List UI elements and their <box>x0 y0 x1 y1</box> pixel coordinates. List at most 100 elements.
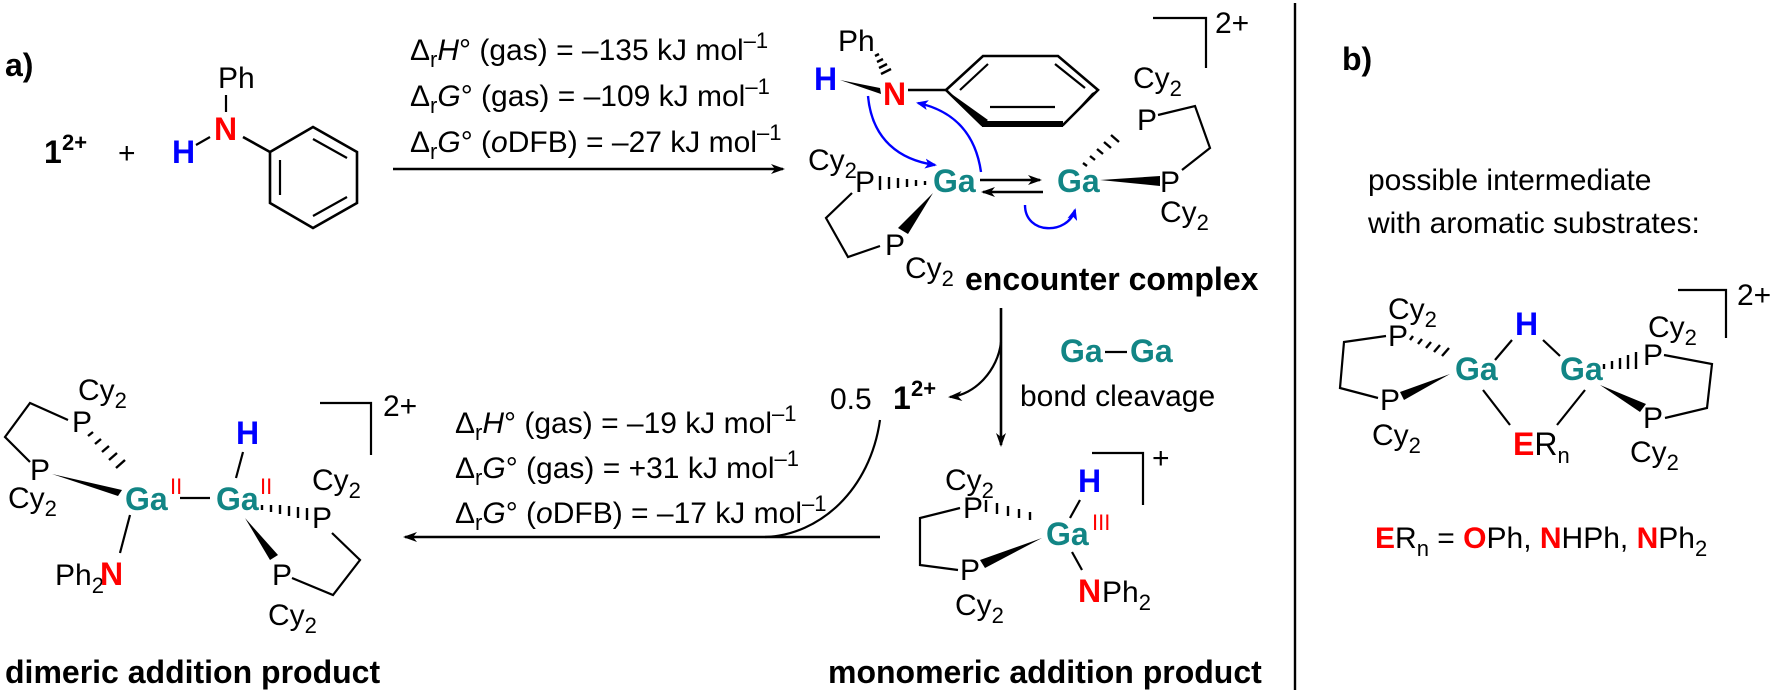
mono-p-2: P <box>960 554 980 587</box>
enc-ethylene-right <box>1157 104 1212 171</box>
mono-p-1: P <box>963 492 983 525</box>
enc-ga-left: Ga <box>933 163 976 199</box>
mono-h: H <box>1078 463 1101 499</box>
int-bond-ga-h-left <box>1494 339 1513 361</box>
curved-arrow-ga-ga <box>1023 204 1078 230</box>
dim-p-1: P <box>72 406 92 439</box>
dim-cy-4: Cy2 <box>268 599 317 638</box>
byproduct: 0.5 1 2+ <box>830 376 936 416</box>
panel-a-label: a) <box>5 47 33 83</box>
enc-h: H <box>814 61 837 97</box>
mono-hash <box>984 500 1032 520</box>
curved-arrow-nh-to-ga <box>866 95 937 169</box>
mono-n: N <box>1078 573 1101 609</box>
amine-ph: Ph <box>218 62 255 95</box>
dim-p-4: P <box>272 559 292 592</box>
int-ga-left: Ga <box>1455 351 1498 387</box>
step1-line-3: ΔrG° (oDFB) = –27 kJ mol–1 <box>410 120 781 164</box>
enc-wedge-ga-p-right <box>1100 176 1160 186</box>
dim-hash-left <box>87 431 126 469</box>
int-ethylene-right <box>1663 353 1714 420</box>
dim-wedge-left <box>52 474 122 496</box>
int-p-2: P <box>1380 384 1400 417</box>
mono-ga-oxidation-state: III <box>1092 510 1110 535</box>
dim-ga-left-oxidation-state: II <box>170 474 182 499</box>
int-charge: 2+ <box>1737 279 1771 312</box>
enc-p-2: P <box>885 229 905 262</box>
dimeric-product: Cy2 P P Cy2 Ga II Ga II H Ph2 N P Cy2 P … <box>3 374 417 690</box>
enc-cy-1: Cy2 <box>808 144 857 183</box>
reactant-cation: 1 2+ <box>44 130 87 170</box>
step2-line-1: ΔrH° (gas) = –19 kJ mol–1 <box>455 401 796 445</box>
intermediate-caption-1: possible intermediate <box>1368 164 1652 197</box>
mono-wedge <box>980 538 1042 568</box>
curved-arrow-ga-to-n <box>916 100 983 173</box>
enc-ring <box>944 54 1100 127</box>
enc-hash-ga-p <box>878 176 927 190</box>
int-hash-left <box>1409 335 1450 357</box>
dim-n: N <box>100 556 123 592</box>
step2-line-3: ΔrG° (oDFB) = –17 kJ mol–1 <box>455 491 826 535</box>
dim-ethylene-right <box>291 532 362 597</box>
byproduct-curved-arrow <box>948 341 1003 402</box>
dim-cy-1: Cy2 <box>78 374 127 413</box>
dim-ph2: Ph2 <box>55 559 104 598</box>
dim-charge-bracket <box>320 401 373 455</box>
int-cy-3: Cy2 <box>1648 311 1697 350</box>
enc-hash-ga-p-right <box>1082 134 1120 167</box>
monomeric-product-title: monomeric addition product <box>828 654 1262 690</box>
amine-n: N <box>214 111 237 147</box>
monomeric-product: Cy2 P P Cy2 Ga III H N Ph2 + monomeric a… <box>828 442 1262 690</box>
mono-ph2: Ph2 <box>1102 576 1151 615</box>
er-definition: ERn = OPh, NHPh, NPh2 <box>1375 522 1707 561</box>
mono-bond-ga-h <box>1069 499 1081 519</box>
int-p-3: P <box>1643 339 1663 372</box>
int-p-4: P <box>1643 402 1663 435</box>
enc-wedge-ga-p <box>898 193 933 234</box>
step2-thermo: ΔrH° (gas) = –19 kJ mol–1 ΔrG° (gas) = +… <box>455 401 826 535</box>
dim-wedge-right <box>245 518 278 560</box>
cleavage-ga-b: Ga <box>1130 333 1173 369</box>
dim-hash-right <box>260 505 309 520</box>
dim-ethylene-left <box>3 401 69 463</box>
enc-charge-bracket <box>1153 16 1208 68</box>
enc-cy-4: Cy2 <box>1160 196 1209 235</box>
step2-byproduct-curve <box>764 419 882 539</box>
dim-cy-3: Cy2 <box>312 464 361 503</box>
panel-b-label: b) <box>1342 41 1372 77</box>
dim-p-3: P <box>312 502 332 535</box>
enc-cy-3: Cy2 <box>1133 62 1182 101</box>
enc-p-1: P <box>855 166 875 199</box>
enc-cy-2: Cy2 <box>905 252 954 291</box>
cleavage-label: Ga Ga bond cleavage <box>1020 333 1215 413</box>
int-cy-2: Cy2 <box>1372 419 1421 458</box>
int-h: H <box>1515 306 1538 342</box>
int-hash-right <box>1602 352 1638 369</box>
dim-h: H <box>236 415 259 451</box>
int-bond-ga-e-left <box>1482 389 1511 426</box>
int-wedge-left <box>1400 374 1450 400</box>
step1-line-2: ΔrG° (gas) = –109 kJ mol–1 <box>410 74 770 118</box>
mono-bond-ga-n <box>1071 551 1083 571</box>
amine-h: H <box>172 134 195 170</box>
step2-line-2: ΔrG° (gas) = +31 kJ mol–1 <box>455 446 799 490</box>
enc-wedge-h <box>840 80 881 94</box>
mono-ethylene <box>918 506 961 572</box>
byproduct-charge: 2+ <box>911 376 936 401</box>
int-er: ERn <box>1513 426 1570 468</box>
dim-ga-right-oxidation-state: II <box>260 474 272 499</box>
cation-label: 1 <box>44 134 62 170</box>
encounter-complex-title: encounter complex <box>965 261 1259 297</box>
int-bond-ga-h-right <box>1542 339 1561 357</box>
step1-line-1: ΔrH° (gas) = –135 kJ mol–1 <box>410 28 768 72</box>
bond-n-ring <box>242 135 271 154</box>
enc-ph: Ph <box>838 25 875 58</box>
enc-p-4: P <box>1160 166 1180 199</box>
mono-cy-1: Cy2 <box>945 464 994 503</box>
enc-charge: 2+ <box>1215 7 1249 40</box>
mono-charge-bracket <box>1092 451 1145 505</box>
dimeric-product-title: dimeric addition product <box>5 654 380 690</box>
benzene-ring <box>268 125 359 230</box>
cation-charge: 2+ <box>62 130 87 155</box>
